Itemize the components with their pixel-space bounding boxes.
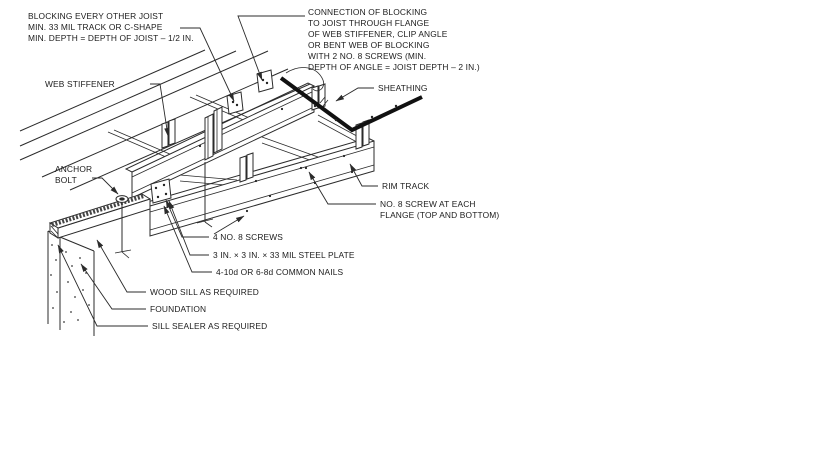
blocking-row xyxy=(124,82,315,199)
label-anchor-line1: ANCHOR xyxy=(55,164,92,174)
label-connection-line1: CONNECTION OF BLOCKING xyxy=(308,7,427,17)
leader-connection xyxy=(237,15,305,81)
web-stiffener-small xyxy=(161,118,176,149)
label-web-stiffener: WEB STIFFENER xyxy=(45,79,115,89)
leader-nails xyxy=(163,205,212,273)
label-rim-track: RIM TRACK xyxy=(382,181,430,191)
label-wood-sill: WOOD SILL AS REQUIRED xyxy=(150,287,259,297)
label-connection-line4: OR BENT WEB OF BLOCKING xyxy=(308,40,430,50)
leader-sill-sealer xyxy=(57,244,148,327)
label-connection-line5: WITH 2 NO. 8 SCREWS (MIN. xyxy=(308,51,426,61)
label-connection-line2: TO JOIST THROUGH FLANGE xyxy=(308,18,429,28)
leader-blocking xyxy=(180,27,235,102)
leader-web-stiffener xyxy=(150,83,170,137)
label-four-screws: 4 NO. 8 SCREWS xyxy=(213,232,283,242)
label-foundation: FOUNDATION xyxy=(150,304,206,314)
label-steel-plate: 3 IN. × 3 IN. × 33 MIL STEEL PLATE xyxy=(213,250,355,260)
label-no8-screw-line1: NO. 8 SCREW AT EACH xyxy=(380,199,476,209)
clip-angle-lower xyxy=(226,91,244,115)
foundation-block xyxy=(47,230,95,336)
label-anchor-line2: BOLT xyxy=(55,175,77,185)
label-connection-line3: OF WEB STIFFENER, CLIP ANGLE xyxy=(308,29,448,39)
labels: BLOCKING EVERY OTHER JOIST MIN. 33 MIL T… xyxy=(28,7,499,331)
leader-sheathing xyxy=(335,87,374,102)
rim-track-band xyxy=(142,137,375,237)
leader-lines xyxy=(57,15,378,327)
leader-anchor-bolt xyxy=(92,177,119,195)
leader-four-screws xyxy=(165,199,209,238)
label-sill-sealer: SILL SEALER AS REQUIRED xyxy=(152,321,267,331)
anchor-bolt xyxy=(114,195,132,259)
leader-foundation xyxy=(80,263,146,310)
web-stiffener-rim-left xyxy=(239,152,254,183)
label-blocking-line2: MIN. 33 MIL TRACK OR C-SHAPE xyxy=(28,22,163,32)
steel-plate xyxy=(150,178,172,204)
leader-four-screws-b xyxy=(213,215,245,235)
leader-rim-track xyxy=(349,163,378,187)
anchor-bolt-hidden xyxy=(196,162,214,228)
label-nails: 4-10d OR 6-8d COMMON NAILS xyxy=(216,267,343,277)
label-blocking-line3: MIN. DEPTH = DEPTH OF JOIST – 1/2 IN. xyxy=(28,33,194,43)
label-blocking-line1: BLOCKING EVERY OTHER JOIST xyxy=(28,11,163,21)
label-connection-line6: DEPTH OF ANGLE = JOIST DEPTH – 2 IN.) xyxy=(308,62,480,72)
web-stiffener-tall xyxy=(204,106,223,161)
label-no8-screw-line2: FLANGE (TOP AND BOTTOM) xyxy=(380,210,499,220)
leader-no8-screw xyxy=(308,171,376,205)
leader-steel-plate xyxy=(168,200,209,256)
sheathing-panel xyxy=(279,67,423,133)
sill-sealer-strip xyxy=(51,194,145,227)
leader-wood-sill xyxy=(96,239,146,293)
label-sheathing: SHEATHING xyxy=(378,83,428,93)
